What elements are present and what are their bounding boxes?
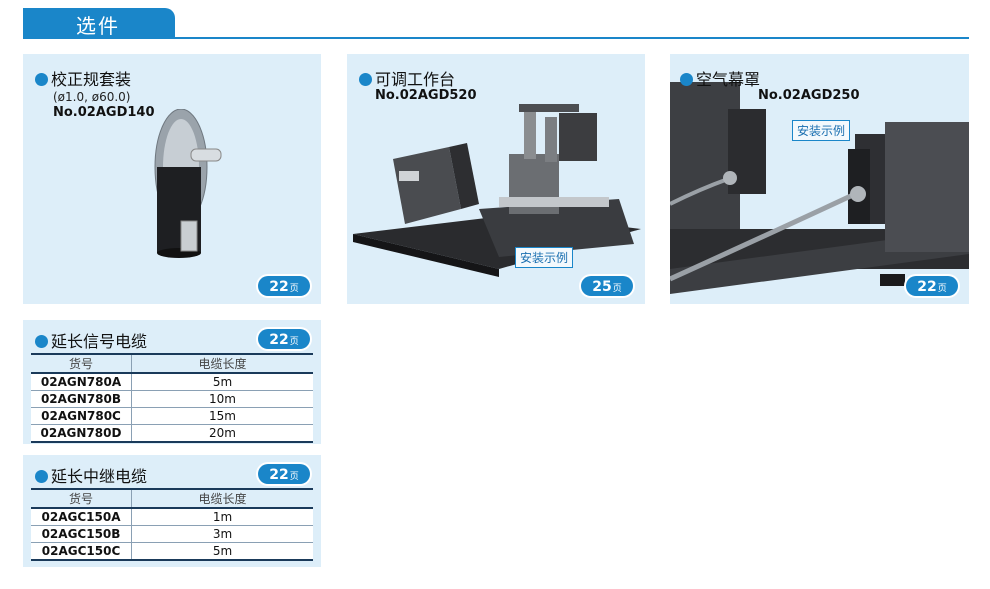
page-reference-badge[interactable]: 22页	[906, 276, 958, 296]
part-number: 02AGC150C	[31, 542, 132, 561]
cable-length: 5m	[131, 373, 313, 391]
cable-length: 20m	[131, 424, 313, 443]
model-number: No.02AGD520	[375, 88, 477, 103]
page-unit: 页	[937, 284, 947, 294]
part-number: 02AGN780A	[31, 373, 132, 391]
panel-title-text: 延长信号电缆	[51, 332, 148, 351]
panel-air-curtain: 空气幕罩 No.02AGD250 安装示例 22页	[670, 54, 969, 304]
column-header-length: 电缆长度	[131, 353, 313, 374]
example-label: 安装示例	[515, 247, 574, 268]
adjustable-stage-photo-icon	[353, 104, 641, 277]
bullet-dot-icon	[35, 470, 48, 483]
panel-sub: (ø1.0, ø60.0)	[53, 90, 131, 104]
cable-length: 3m	[131, 525, 313, 543]
page-number: 22	[917, 279, 937, 295]
panel-title: 延长中继电缆	[35, 463, 147, 487]
calibration-gauge-photo-icon	[154, 109, 222, 258]
panel-title-text: 可调工作台	[375, 70, 456, 89]
page-unit: 页	[289, 472, 299, 482]
page-unit: 页	[289, 337, 299, 347]
panel-title: 延长信号电缆	[35, 328, 147, 352]
model-number: No.02AGD250	[758, 88, 860, 103]
air-curtain-photo-icon	[670, 82, 969, 294]
part-number: 02AGN780B	[31, 390, 132, 408]
page-reference-badge[interactable]: 22页	[258, 464, 310, 484]
model-number: No.02AGD140	[53, 105, 155, 120]
table-header-row: 货号 电缆长度	[31, 353, 313, 374]
part-number: 02AGN780D	[31, 424, 132, 443]
table-header-row: 货号 电缆长度	[31, 488, 313, 509]
panel-title-text: 延长中继电缆	[51, 467, 148, 486]
page-reference-badge[interactable]: 25页	[581, 276, 633, 296]
page-number: 25	[592, 279, 612, 295]
column-header-part-no: 货号	[31, 353, 132, 374]
panel-title: 校正规套装	[35, 66, 131, 90]
page-unit: 页	[289, 284, 299, 294]
bullet-dot-icon	[35, 73, 48, 86]
page-unit: 页	[612, 284, 622, 294]
part-number: 02AGC150B	[31, 525, 132, 543]
page-reference-badge[interactable]: 22页	[258, 276, 310, 296]
section-title: 选件	[76, 14, 120, 38]
header-rule	[23, 37, 969, 39]
page-number: 22	[269, 279, 289, 295]
panel-adjustable-stage: 可调工作台 No.02AGD520 安装示例 25页	[347, 54, 645, 304]
column-header-length: 电缆长度	[131, 488, 313, 509]
cable-length: 1m	[131, 508, 313, 526]
example-label: 安装示例	[792, 120, 851, 141]
bullet-dot-icon	[35, 335, 48, 348]
panel-title: 可调工作台	[359, 66, 455, 90]
section-header-tab: 选件	[23, 8, 175, 38]
panel-calibration-gauge: 校正规套装 (ø1.0, ø60.0) No.02AGD140 22页	[23, 54, 321, 304]
bullet-dot-icon	[359, 73, 372, 86]
panel-title-text: 校正规套装	[51, 70, 132, 89]
bullet-dot-icon	[680, 73, 693, 86]
cable-length: 15m	[131, 407, 313, 425]
column-header-part-no: 货号	[31, 488, 132, 509]
page-reference-badge[interactable]: 22页	[258, 329, 310, 349]
page-number: 22	[269, 467, 289, 483]
part-number: 02AGN780C	[31, 407, 132, 425]
panel-title: 空气幕罩	[680, 66, 760, 90]
page-number: 22	[269, 332, 289, 348]
cable-length: 10m	[131, 390, 313, 408]
panel-title-text: 空气幕罩	[696, 70, 761, 89]
cable-length: 5m	[131, 542, 313, 561]
part-number: 02AGC150A	[31, 508, 132, 526]
